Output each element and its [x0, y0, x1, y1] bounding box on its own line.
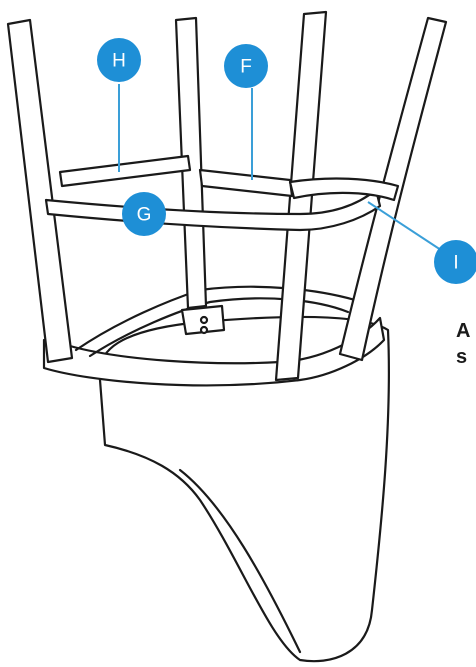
stretcher-i [290, 179, 398, 200]
stretcher-g [46, 190, 380, 230]
callout-i-label: I [453, 253, 458, 274]
callout-f-label: F [240, 57, 252, 78]
side-text-line-1: A [456, 320, 470, 343]
callout-h-label: H [112, 51, 126, 72]
callout-g-label: G [137, 205, 152, 226]
stretcher-f [200, 170, 292, 196]
screw-2 [201, 327, 207, 333]
leg-back-left [8, 20, 72, 362]
side-text-line-2: s [456, 346, 467, 369]
screw-1 [201, 317, 207, 323]
stretcher-h [60, 156, 190, 186]
